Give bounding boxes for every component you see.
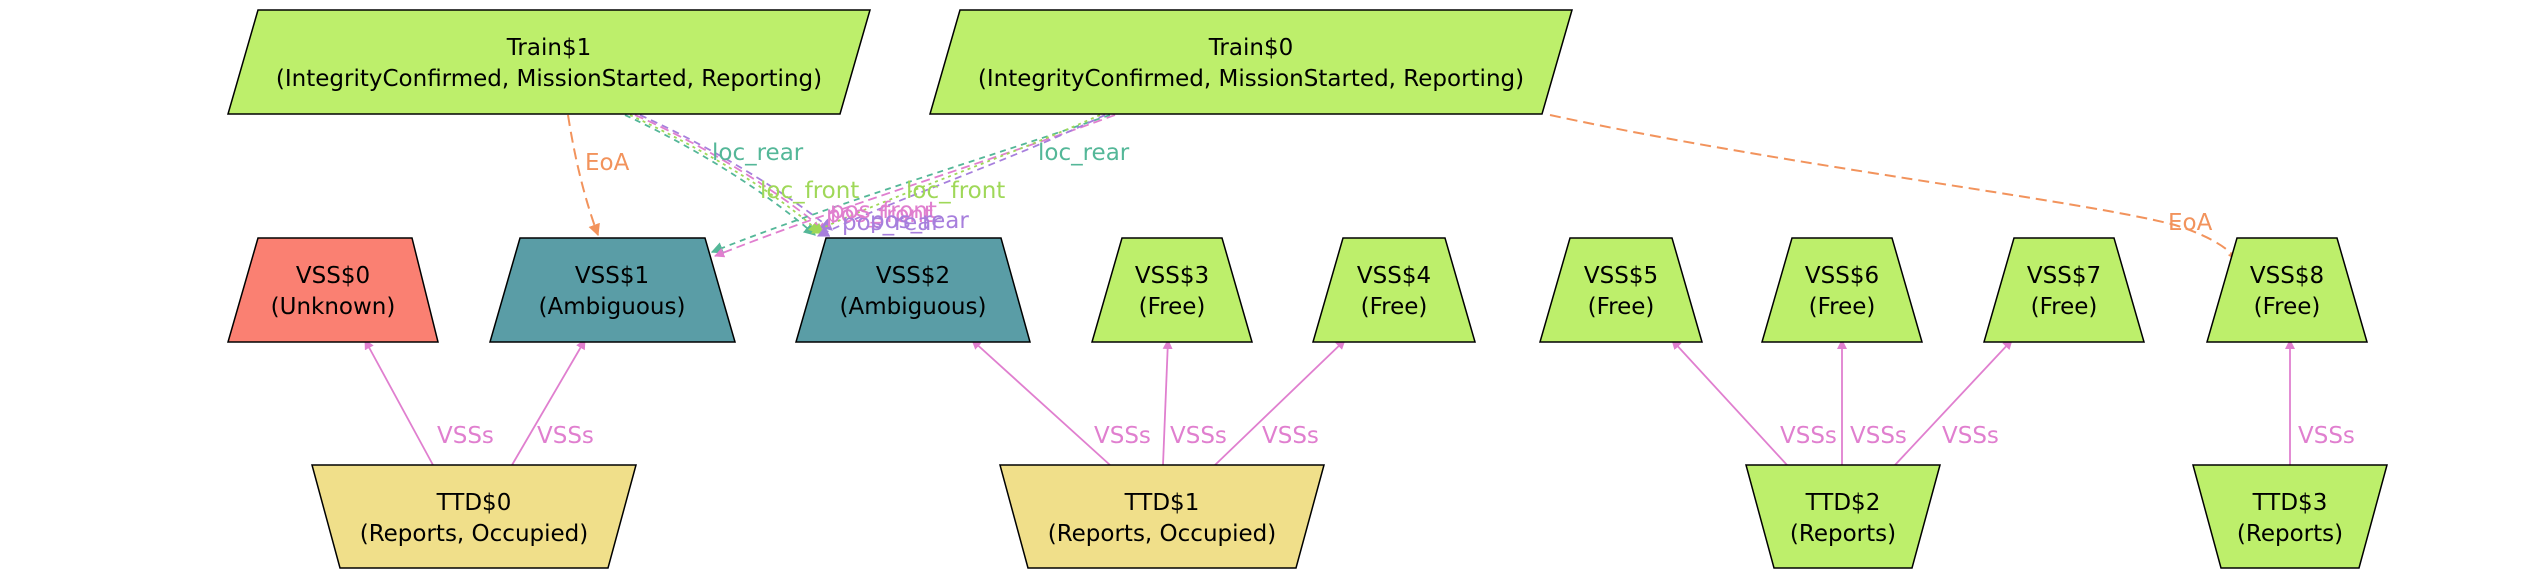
node-vss5[interactable]: VSS$5 (Free) — [1539, 237, 1703, 343]
edge-train0-pos-front-vss1 — [714, 114, 1116, 258]
node-vss1[interactable]: VSS$1 (Ambiguous) — [489, 237, 736, 343]
edge-ttd1-vss2 — [971, 339, 1111, 466]
label-vsss-ttd1-vss4: VSSs — [1262, 423, 1319, 449]
node-name: VSS$5 — [1584, 263, 1658, 289]
edge-labels: EoA EoA loc_rear loc_front pos_front pos… — [437, 140, 2355, 449]
node-vss0[interactable]: VSS$0 (Unknown) — [227, 237, 439, 343]
node-state: (IntegrityConfirmed, MissionStarted, Rep… — [978, 66, 1524, 92]
edge-ttd2-vss5 — [1671, 339, 1788, 466]
node-ttd1[interactable]: TTD$1 (Reports, Occupied) — [999, 464, 1325, 569]
node-state: (Ambiguous) — [539, 294, 686, 320]
label-loc-rear-train1: loc_rear — [712, 140, 804, 166]
node-name: VSS$7 — [2027, 263, 2101, 289]
label-pos-rear-train0: pos_rear — [870, 208, 969, 234]
node-state: (Free) — [1809, 294, 1876, 320]
node-train0[interactable]: Train$0 (IntegrityConfirmed, MissionStar… — [929, 9, 1573, 115]
train-nodes: Train$1 (IntegrityConfirmed, MissionStar… — [227, 9, 1573, 115]
label-eoa-train0: EoA — [2168, 210, 2213, 236]
node-ttd3[interactable]: TTD$3 (Reports) — [2192, 464, 2388, 569]
label-eoa-train1: EoA — [585, 150, 630, 176]
node-vss2[interactable]: VSS$2 (Ambiguous) — [795, 237, 1031, 343]
node-state: (Reports) — [1790, 521, 1896, 547]
node-ttd2[interactable]: TTD$2 (Reports) — [1745, 464, 1941, 569]
edge-train1-loc-front-vss2 — [629, 114, 821, 234]
label-vsss-ttd2-vss5: VSSs — [1780, 423, 1837, 449]
node-state: (Ambiguous) — [840, 294, 987, 320]
node-state: (Unknown) — [271, 294, 396, 320]
edge-eoa-train0-vss8 — [1549, 114, 2239, 264]
label-vsss-ttd0-vss0: VSSs — [437, 423, 494, 449]
node-name: VSS$6 — [1805, 263, 1879, 289]
label-pos-rear-train1: pos_rear — [842, 210, 941, 236]
node-state: (Reports, Occupied) — [1048, 521, 1277, 547]
edge-ttd1-vss3 — [1162, 339, 1173, 466]
node-name: TTD$3 — [2252, 490, 2328, 516]
vss-nodes: VSS$0 (Unknown) VSS$1 (Ambiguous) VSS$2 … — [227, 237, 2368, 343]
label-loc-front-train0: loc_front — [906, 178, 1005, 204]
edge-train1-loc-rear-vss2 — [624, 114, 816, 236]
label-loc-rear-train0: loc_rear — [1038, 140, 1130, 166]
node-train1[interactable]: Train$1 (IntegrityConfirmed, MissionStar… — [227, 9, 871, 115]
node-name: Train$1 — [506, 35, 591, 61]
node-vss6[interactable]: VSS$6 (Free) — [1761, 237, 1923, 343]
edge-eoa-train1-vss1 — [567, 114, 600, 237]
node-vss4[interactable]: VSS$4 (Free) — [1312, 237, 1476, 343]
node-state: (Free) — [2254, 294, 2321, 320]
edge-ttd2-vss7 — [1894, 339, 2013, 466]
label-vsss-ttd2-vss6: VSSs — [1850, 423, 1907, 449]
node-name: TTD$1 — [1124, 490, 1200, 516]
ttd-nodes: TTD$0 (Reports, Occupied) TTD$1 (Reports… — [311, 464, 2388, 569]
label-vsss-ttd1-vss3: VSSs — [1170, 423, 1227, 449]
edge-train0-loc-front-vss2 — [810, 114, 1101, 234]
node-ttd0[interactable]: TTD$0 (Reports, Occupied) — [311, 464, 637, 569]
edge-ttd0-vss1 — [511, 339, 586, 466]
label-pos-front-train1: pos_front — [826, 202, 933, 228]
node-name: VSS$4 — [1357, 263, 1431, 289]
node-name: Train$0 — [1208, 35, 1293, 61]
node-state: (Reports, Occupied) — [360, 521, 589, 547]
node-state: (Free) — [1139, 294, 1206, 320]
edge-train0-loc-rear-vss1 — [710, 114, 1111, 254]
node-name: TTD$2 — [1805, 490, 1881, 516]
label-vsss-ttd2-vss7: VSSs — [1942, 423, 1999, 449]
node-name: TTD$0 — [436, 490, 512, 516]
edge-ttd0-vss0 — [364, 339, 434, 466]
node-vss7[interactable]: VSS$7 (Free) — [1983, 237, 2145, 343]
edge-train0-pos-rear-vss2 — [816, 114, 1106, 237]
node-vss3[interactable]: VSS$3 (Free) — [1091, 237, 1253, 343]
label-pos-front-train0: pos_front — [830, 198, 937, 224]
label-vsss-ttd0-vss1: VSSs — [537, 423, 594, 449]
node-state: (Reports) — [2237, 521, 2343, 547]
node-state: (Free) — [1588, 294, 1655, 320]
label-vsss-ttd3-vss8: VSSs — [2298, 423, 2355, 449]
label-loc-front-train1: loc_front — [760, 178, 859, 204]
node-name: VSS$3 — [1135, 263, 1209, 289]
node-name: VSS$8 — [2250, 263, 2324, 289]
label-vsss-ttd1-vss2: VSSs — [1094, 423, 1151, 449]
node-vss8[interactable]: VSS$8 (Free) — [2206, 237, 2368, 343]
node-state: (Free) — [2031, 294, 2098, 320]
edge-ttd1-vss4 — [1214, 339, 1346, 466]
edges — [364, 114, 2295, 466]
node-name: VSS$1 — [575, 263, 649, 289]
edge-train1-pos-front-vss2 — [634, 114, 827, 233]
node-state: (IntegrityConfirmed, MissionStarted, Rep… — [276, 66, 822, 92]
node-name: VSS$2 — [876, 263, 950, 289]
node-state: (Free) — [1361, 294, 1428, 320]
node-name: VSS$0 — [296, 263, 370, 289]
